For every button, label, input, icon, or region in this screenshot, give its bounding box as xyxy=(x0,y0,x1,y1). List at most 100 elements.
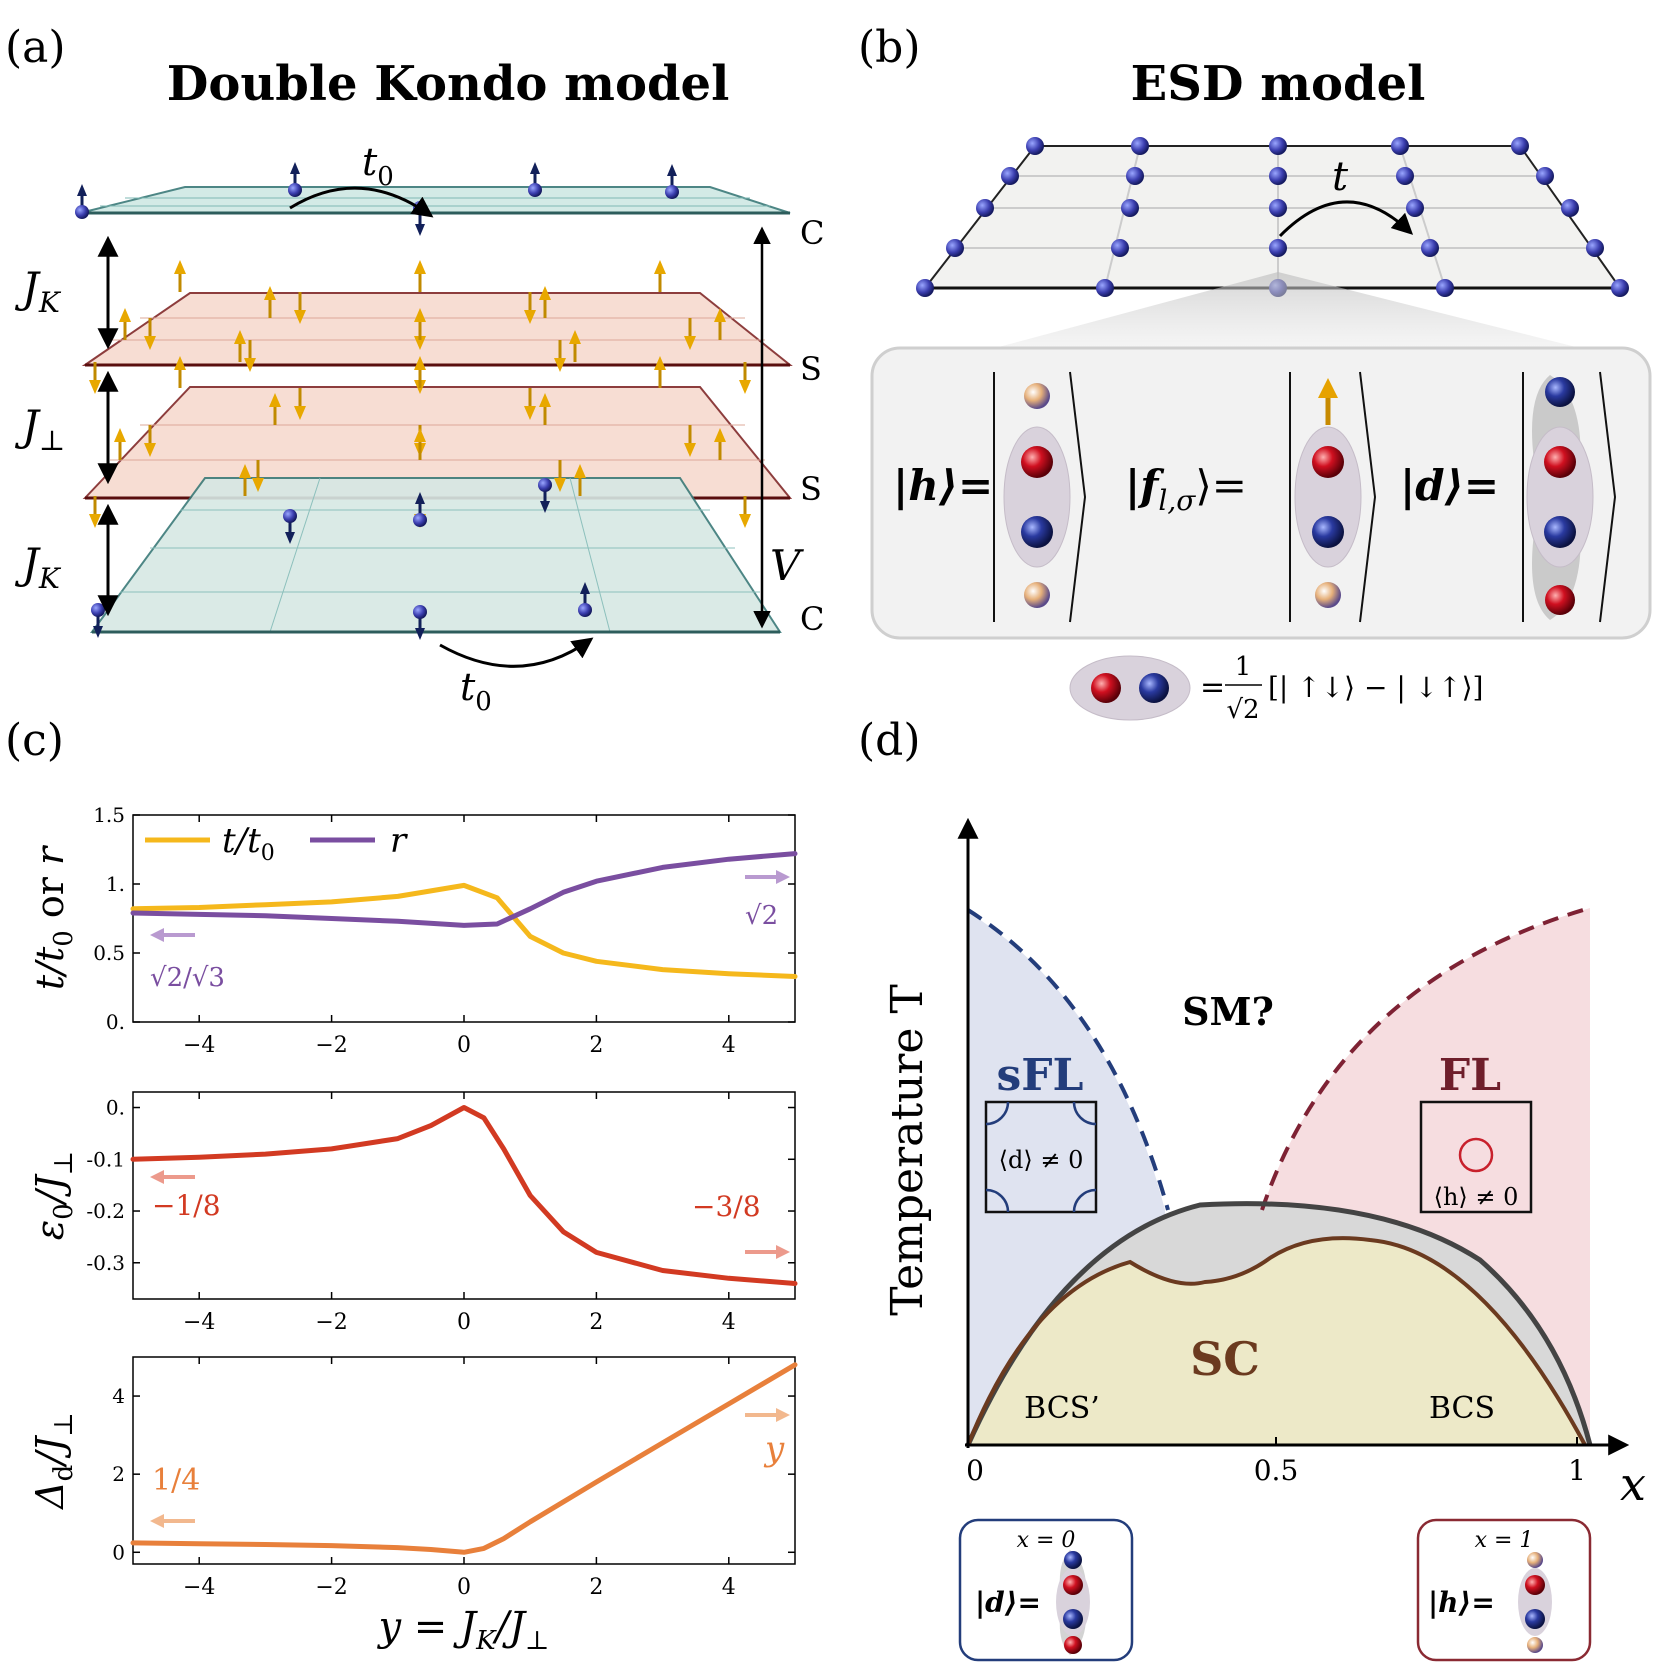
asymptote-arrow-head xyxy=(150,928,164,942)
sc-boundary xyxy=(966,1236,1587,1446)
esd-lattice-plane xyxy=(922,145,1622,289)
y-axis-label: Δd/J⊥ xyxy=(28,1412,79,1511)
fermi-arc xyxy=(1072,1188,1097,1213)
electron-spin-arrow-head xyxy=(290,162,300,174)
empty-site-sphere xyxy=(1527,1552,1543,1568)
local-spin-arrow-head xyxy=(569,330,581,344)
x0-ket: |d⟩= xyxy=(975,1586,1041,1619)
legend-label: r xyxy=(390,821,408,861)
local-spin-arrow-head xyxy=(174,356,186,370)
spin-up-sphere xyxy=(1545,585,1575,615)
ket-angle xyxy=(1359,371,1377,623)
s-plane-1 xyxy=(81,292,793,366)
electron-spin-arrow-head xyxy=(580,582,590,594)
electron-sphere xyxy=(538,478,552,492)
electron-sphere xyxy=(578,603,592,617)
lattice-site xyxy=(1561,199,1579,217)
local-spin-arrow-head xyxy=(234,330,246,344)
sfl-label: sFL xyxy=(997,1050,1084,1101)
annotation-label: −1/8 xyxy=(152,1189,221,1222)
layer-label-c-top: C xyxy=(800,214,824,252)
electron-spin-arrow-head xyxy=(77,184,87,196)
spin-arrows xyxy=(75,162,751,640)
singlet-legend-ellipse xyxy=(1069,655,1191,721)
spin-down-sphere xyxy=(1525,1609,1545,1629)
lattice-site xyxy=(1406,199,1424,217)
local-spin-arrow-head xyxy=(539,286,551,300)
empty-site-sphere xyxy=(1527,1637,1543,1653)
lattice-site xyxy=(1536,167,1554,185)
x-tick-label: 0 xyxy=(457,1310,471,1335)
hop-label-top: t0 xyxy=(362,140,394,192)
state-box xyxy=(870,346,1652,640)
spin-down-sphere xyxy=(1064,1551,1082,1569)
x-tick-label: 4 xyxy=(722,1033,736,1058)
lattice-site xyxy=(1026,137,1044,155)
local-spin-arrow-head xyxy=(114,428,126,442)
lattice-site xyxy=(1396,167,1414,185)
spin-down-sphere xyxy=(1545,377,1575,407)
panel-d-letter: (d) xyxy=(858,715,921,766)
local-spin-arrow-head xyxy=(714,308,726,322)
local-spin-arrow-head xyxy=(414,356,426,370)
bcs-label: BCS xyxy=(1429,1391,1495,1426)
panel-a-letter: (a) xyxy=(5,22,66,73)
y-axis-label: Temperature T xyxy=(882,984,933,1316)
x-tick-label: −2 xyxy=(315,1033,347,1058)
lattice-site xyxy=(1001,167,1019,185)
x-tick-label: −2 xyxy=(315,1575,347,1600)
lattice-site xyxy=(1511,137,1529,155)
fl-order-label: ⟨h⟩ ≠ 0 xyxy=(1434,1183,1519,1211)
y-tick-label: -0.1 xyxy=(86,1147,125,1171)
sfl-boundary xyxy=(966,908,1170,1211)
x0-state-box xyxy=(958,1518,1134,1662)
singlet-frac-den: √2 xyxy=(1226,695,1259,725)
electron-spin-arrow-head xyxy=(667,164,677,176)
lattice-site xyxy=(1586,239,1604,257)
lattice-site xyxy=(1096,279,1114,297)
electron-sphere xyxy=(528,183,542,197)
x1-label: x = 1 xyxy=(1475,1528,1534,1553)
x0-label: x = 0 xyxy=(1017,1528,1076,1553)
lattice-site xyxy=(1269,167,1287,185)
sc-label: SC xyxy=(1190,1332,1260,1386)
lattice-site xyxy=(1436,279,1454,297)
lattice-site xyxy=(946,239,964,257)
electron-spin-arrow-head xyxy=(540,501,550,513)
plot-frame xyxy=(132,1356,796,1565)
spin-down-sphere xyxy=(1312,516,1344,548)
sfl-order-label: ⟨d⟩ ≠ 0 xyxy=(999,1146,1084,1174)
y-tick-label: 0 xyxy=(112,1540,125,1564)
local-spin-arrow-head xyxy=(684,443,696,457)
plot-frame xyxy=(132,1091,796,1300)
panel-b: (b) ESD model t |h⟩= |fl,σ⟩= xyxy=(858,22,1652,725)
lattice-site xyxy=(1421,239,1439,257)
spin-down-sphere xyxy=(1544,516,1576,548)
singlet-ellipse xyxy=(1526,426,1594,568)
x-tick-label: −4 xyxy=(183,1575,215,1600)
sfl-fermi-inset xyxy=(984,1100,1098,1214)
fermi-pocket xyxy=(1458,1137,1494,1173)
local-spin-arrow-head xyxy=(119,308,131,322)
asymptote-arrow-head xyxy=(150,1514,164,1528)
local-spin-arrow-head xyxy=(654,260,666,274)
lattice-site xyxy=(1126,167,1144,185)
electron-sphere xyxy=(413,605,427,619)
lattice-site xyxy=(1269,239,1287,257)
x-tick-label: 0 xyxy=(966,1454,984,1487)
series-line-1 xyxy=(130,1362,798,1555)
local-spin-arrow-head xyxy=(1318,378,1338,398)
local-spin-arrow-head xyxy=(174,260,186,274)
spin-down-sphere xyxy=(1063,1609,1083,1629)
spin-down-sphere xyxy=(1021,516,1053,548)
asymptote-arrow-head xyxy=(776,1408,790,1422)
hop-arrow-esd xyxy=(1278,200,1414,238)
fl-boundary xyxy=(1260,906,1591,1211)
local-spin-arrow-head xyxy=(89,514,101,528)
local-spin-arrow-head xyxy=(574,464,586,478)
y-tick-label: 0. xyxy=(106,1096,125,1120)
